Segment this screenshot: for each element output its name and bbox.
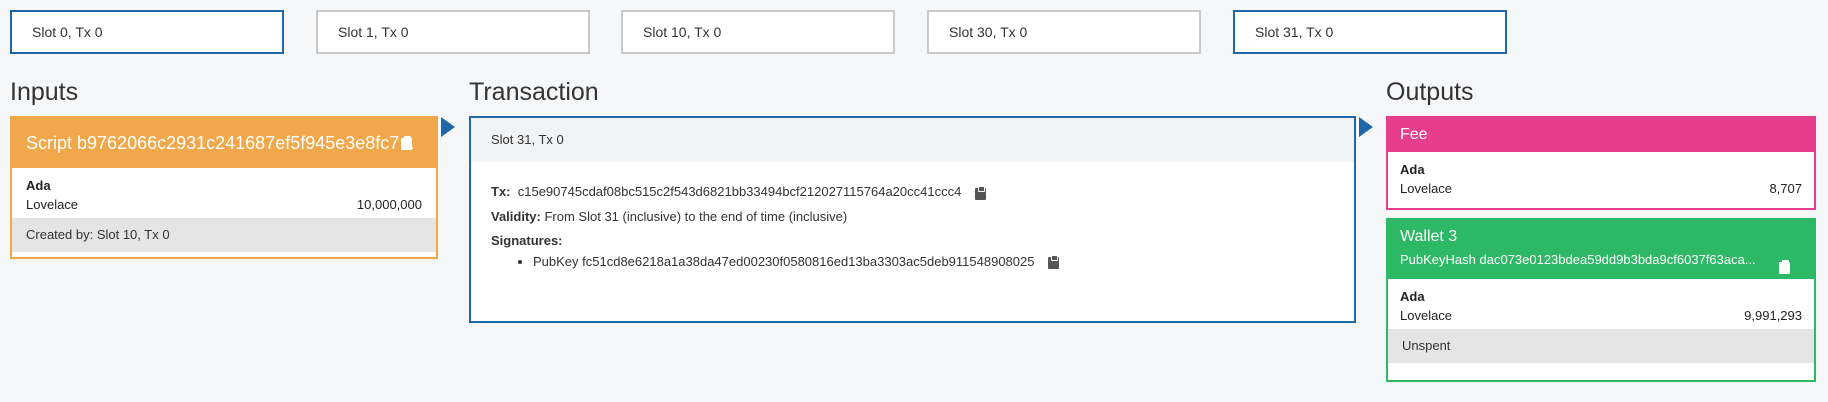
tx-id: c15e90745cdaf08bc515c2f543d6821bb33494bc… [517, 184, 962, 199]
asset-amount: 9,991,293 [1744, 308, 1802, 323]
input-card: Script b9762066c2931c241687ef5f945e3e8fc… [10, 116, 438, 259]
signature-pubkey: PubKey fc51cd8e6218a1a38da47ed00230f0580… [533, 253, 1035, 269]
wallet-value: Ada Lovelace 9,991,293 [1388, 279, 1814, 329]
fee-title: Fee [1388, 118, 1814, 152]
asset-unit: Lovelace [26, 197, 79, 212]
clipboard-icon[interactable] [1048, 255, 1060, 270]
validity-label: Validity: [491, 208, 541, 224]
clipboard-icon[interactable] [1779, 260, 1790, 274]
input-card-header: Script b9762066c2931c241687ef5f945e3e8fc… [12, 118, 436, 168]
wallet-header: Wallet 3 PubKeyHash dac073e0123bdea59dd9… [1388, 220, 1814, 279]
arrow-right-icon [441, 117, 455, 137]
asset-name: Ada [26, 178, 51, 193]
slot-button-30[interactable]: Slot 30, Tx 0 [927, 10, 1201, 54]
slot-button-0[interactable]: Slot 0, Tx 0 [10, 10, 284, 54]
transaction-header: Slot 31, Tx 0 [471, 118, 1354, 162]
asset-row: Lovelace 10,000,000 [26, 197, 422, 212]
input-value: Ada Lovelace 10,000,000 [12, 168, 436, 218]
tx-id-row: Tx: c15e90745cdaf08bc515c2f543d6821bb334… [491, 184, 1334, 200]
outputs-title: Outputs [1386, 78, 1474, 106]
asset-amount: 10,000,000 [356, 197, 422, 212]
asset-row: Lovelace 9,991,293 [1400, 308, 1802, 323]
signatures-label: Signatures: [491, 232, 563, 248]
wallet-status: Unspent [1388, 329, 1814, 363]
clipboard-icon[interactable] [401, 136, 412, 150]
transaction-card: Slot 31, Tx 0 Tx: c15e90745cdaf08bc515c2… [469, 116, 1356, 323]
inputs-title: Inputs [10, 78, 79, 106]
wallet-title: Wallet 3 [1400, 228, 1458, 245]
slot-button-1[interactable]: Slot 1, Tx 0 [316, 10, 590, 54]
wallet-pubkeyhash: PubKeyHash dac073e0123bdea59dd9b3bda9cf6… [1400, 252, 1756, 267]
transaction-details: Tx: c15e90745cdaf08bc515c2f543d6821bb334… [471, 162, 1354, 283]
validity-value: From Slot 31 (inclusive) to the end of t… [544, 208, 848, 224]
validity-row: Validity: From Slot 31 (inclusive) to th… [491, 209, 1334, 224]
wallet-card: Wallet 3 PubKeyHash dac073e0123bdea59dd9… [1386, 218, 1816, 382]
asset-name: Ada [1400, 289, 1425, 304]
signature-item: PubKey fc51cd8e6218a1a38da47ed00230f0580… [533, 254, 1334, 270]
asset-name: Ada [1400, 162, 1425, 177]
transaction-title: Transaction [469, 78, 599, 106]
slot-button-10[interactable]: Slot 10, Tx 0 [621, 10, 895, 54]
arrow-right-icon [1359, 117, 1373, 137]
signature-list: PubKey fc51cd8e6218a1a38da47ed00230f0580… [491, 254, 1334, 270]
clipboard-icon[interactable] [974, 185, 986, 200]
asset-row: Lovelace 8,707 [1400, 181, 1802, 196]
fee-value: Ada Lovelace 8,707 [1388, 152, 1814, 202]
tx-label: Tx: [491, 184, 511, 199]
input-created-by[interactable]: Created by: Slot 10, Tx 0 [12, 218, 436, 252]
fee-card: Fee Ada Lovelace 8,707 [1386, 116, 1816, 210]
input-script-title: Script b9762066c2931c241687ef5f945e3e8fc… [26, 133, 415, 153]
asset-unit: Lovelace [1400, 181, 1453, 196]
asset-amount: 8,707 [1769, 181, 1802, 196]
asset-unit: Lovelace [1400, 308, 1453, 323]
slot-button-31[interactable]: Slot 31, Tx 0 [1233, 10, 1507, 54]
